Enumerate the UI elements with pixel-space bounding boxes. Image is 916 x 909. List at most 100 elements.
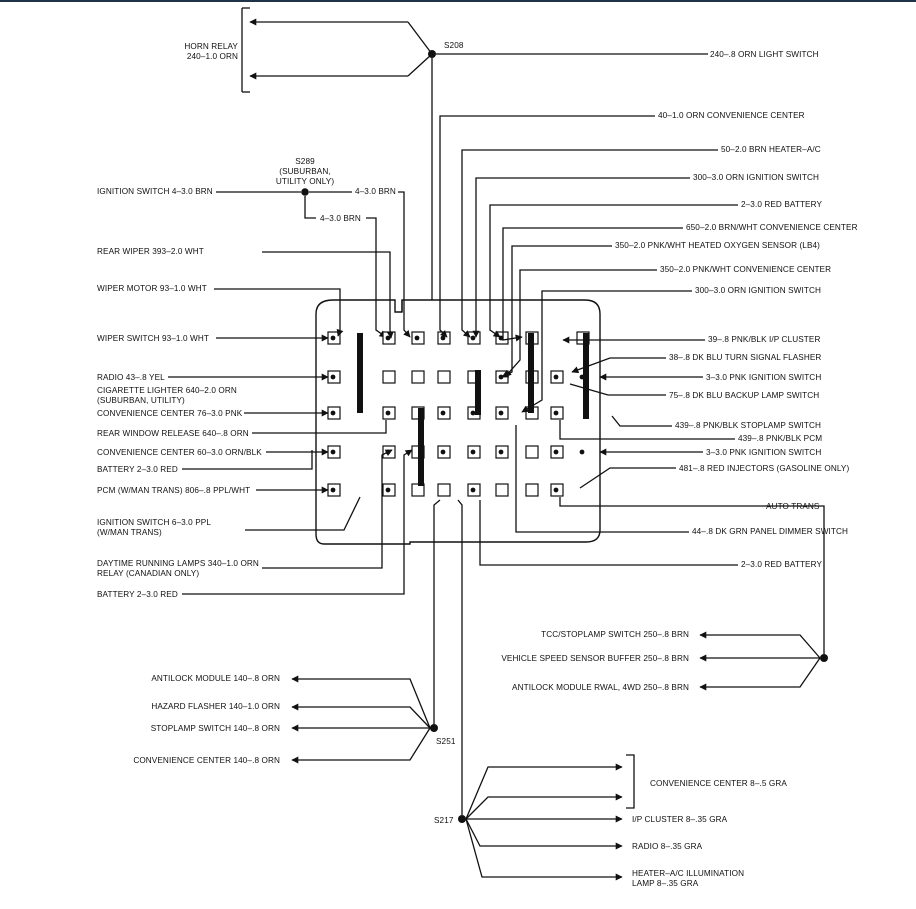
auto-trans-splice: [820, 654, 828, 662]
terminal-dot: [330, 374, 336, 380]
auto-trans-label-2: ANTILOCK MODULE RWAL, 4WD 250–.8 BRN: [512, 683, 689, 692]
s251-group: S251 ANTILOCK MODULE 140–.8 ORN HAZARD F…: [133, 499, 456, 765]
right-label-4: 2–3.0 RED BATTERY: [741, 200, 822, 209]
s217-radio: RADIO 8–.35 GRA: [632, 842, 703, 851]
terminal-dot: [440, 410, 446, 416]
terminal-dot: [498, 449, 504, 455]
left-label-4: CIGARETTE LIGHTER 640–2.0 ORN: [97, 386, 237, 395]
s289-group: S289 (SUBURBAN, UTILITY ONLY) IGNITION S…: [97, 157, 411, 338]
terminal-dot: [553, 410, 559, 416]
s217-ip-cluster: I/P CLUSTER 8–.35 GRA: [632, 815, 728, 824]
splice-s208: [428, 50, 436, 58]
bus-bar-right: [528, 333, 534, 413]
right-label-13: 439–.8 PNK/BLK STOPLAMP SWITCH: [675, 421, 821, 430]
bus-bar-lower: [418, 408, 424, 486]
terminal-dot: [385, 449, 391, 455]
s217-label: S217: [434, 816, 454, 825]
right-label-6: 350–2.0 PNK/WHT HEATED OXYGEN SENSOR (LB…: [615, 241, 820, 250]
terminal-dot: [330, 335, 336, 341]
horn-relay-label-1: HORN RELAY: [184, 42, 238, 51]
terminal-dot: [553, 487, 559, 493]
splice-s217: [458, 815, 466, 823]
s289-label: S289: [295, 157, 315, 166]
terminal-dot: [470, 449, 476, 455]
s251-label-3: CONVENIENCE CENTER 140–.8 ORN: [133, 756, 280, 765]
terminal-dot: [528, 335, 534, 341]
terminal-dot: [330, 410, 336, 416]
s289-out-label-a: 4–3.0 BRN: [355, 187, 396, 196]
right-label-8: 300–3.0 ORN IGNITION SWITCH: [695, 286, 821, 295]
left-label-8: CONVENIENCE CENTER 60–3.0 ORN/BLK: [97, 448, 262, 457]
terminal-dot: [440, 449, 446, 455]
terminal-dot: [553, 374, 559, 380]
right-label-11: 3–3.0 PNK IGNITION SWITCH: [706, 373, 821, 382]
s251-label-1: HAZARD FLASHER 140–1.0 ORN: [151, 702, 280, 711]
right-label-10: 38–.8 DK BLU TURN SIGNAL FLASHER: [669, 353, 821, 362]
auto-trans-label-0: TCC/STOPLAMP SWITCH 250–.8 BRN: [541, 630, 689, 639]
splice-s251: [430, 724, 438, 732]
fuse-block-connector: [315, 299, 601, 545]
connector-cavity: [525, 445, 539, 459]
connector-cavity: [382, 370, 396, 384]
terminal-dot: [385, 335, 391, 341]
left-label-5: (SUBURBAN, UTILITY): [97, 396, 185, 405]
left-label-11: IGNITION SWITCH 6–3.0 PPL: [97, 518, 211, 527]
splice-s289: [301, 188, 309, 196]
connector-cavities: [327, 331, 590, 497]
connector-cavity: [525, 483, 539, 497]
left-label-12: (W/MAN TRANS): [97, 528, 162, 537]
connector-cavity: [437, 370, 451, 384]
s217-conv-center: CONVENIENCE CENTER 8–.5 GRA: [650, 779, 787, 788]
auto-trans-label-1: VEHICLE SPEED SENSOR BUFFER 250–.8 BRN: [501, 654, 689, 663]
s208-label: S208: [444, 41, 464, 50]
left-label-6: CONVENIENCE CENTER 76–3.0 PNK: [97, 409, 243, 418]
terminal-dot: [330, 449, 336, 455]
left-label-0: REAR WIPER 393–2.0 WHT: [97, 247, 204, 256]
terminal-dot: [385, 410, 391, 416]
conv-center-bracket: [626, 754, 635, 809]
window-top-border: [0, 0, 916, 2]
right-label-19: 2–3.0 RED BATTERY: [741, 560, 822, 569]
right-circuits: 40–1.0 ORN CONVENIENCE CENTER 50–2.0 BRN…: [439, 111, 858, 654]
s251-label-2: STOPLAMP SWITCH 140–.8 ORN: [151, 724, 280, 733]
left-label-1: WIPER MOTOR 93–1.0 WHT: [97, 284, 207, 293]
right-label-5: 650–2.0 BRN/WHT CONVENIENCE CENTER: [686, 223, 858, 232]
left-label-3: RADIO 43–.8 YEL: [97, 373, 165, 382]
right-label-9: 39–.8 PNK/BLK I/P CLUSTER: [708, 335, 820, 344]
ignition-switch-4-label: IGNITION SWITCH 4–3.0 BRN: [97, 187, 213, 196]
terminal-dot: [470, 410, 476, 416]
bus-bar-mid: [475, 370, 481, 415]
s217-feed-wire: [457, 499, 463, 815]
left-label-14: RELAY (CANADIAN ONLY): [97, 569, 199, 578]
left-label-7: REAR WINDOW RELEASE 640–.8 ORN: [97, 429, 249, 438]
auto-trans-branch: TCC/STOPLAMP SWITCH 250–.8 BRN VEHICLE S…: [501, 630, 828, 692]
left-label-15: BATTERY 2–3.0 RED: [97, 590, 178, 599]
right-label-1: 40–1.0 ORN CONVENIENCE CENTER: [658, 111, 805, 120]
terminal-dot: [579, 374, 585, 380]
terminal-dot: [553, 449, 559, 455]
left-label-10: PCM (W/MAN TRANS) 806–.8 PPL/WHT: [97, 486, 250, 495]
right-label-2: 50–2.0 BRN HEATER–A/C: [721, 145, 821, 154]
right-label-16: 481–.8 RED INJECTORS (GASOLINE ONLY): [679, 464, 849, 473]
s289-out-label-b: 4–3.0 BRN: [320, 214, 361, 223]
right-label-12: 75–.8 DK BLU BACKUP LAMP SWITCH: [669, 391, 819, 400]
right-label-14: 439–.8 PNK/BLK PCM: [738, 434, 822, 443]
left-label-13: DAYTIME RUNNING LAMPS 340–1.0 ORN: [97, 559, 259, 568]
terminal-dot: [498, 335, 504, 341]
left-label-9: BATTERY 2–3.0 RED: [97, 465, 178, 474]
left-label-2: WIPER SWITCH 93–1.0 WHT: [97, 334, 209, 343]
right-label-7: 350–2.0 PNK/WHT CONVENIENCE CENTER: [660, 265, 831, 274]
s251-label: S251: [436, 737, 456, 746]
s217-group: S217 CONVENIENCE CENTER 8–.5 GRA I/P CLU…: [434, 499, 787, 888]
connector-cavity: [495, 483, 509, 497]
s251-feed-wire: [433, 499, 441, 724]
terminal-dot: [498, 374, 504, 380]
right-label-15: 3–3.0 PNK IGNITION SWITCH: [706, 448, 821, 457]
right-label-3: 300–3.0 ORN IGNITION SWITCH: [693, 173, 819, 182]
terminal-dot: [414, 335, 420, 341]
bus-bar-far-right: [583, 333, 589, 419]
s289-note-2: UTILITY ONLY): [276, 177, 334, 186]
left-circuits: REAR WIPER 393–2.0 WHT WIPER MOTOR 93–1.…: [97, 247, 413, 599]
